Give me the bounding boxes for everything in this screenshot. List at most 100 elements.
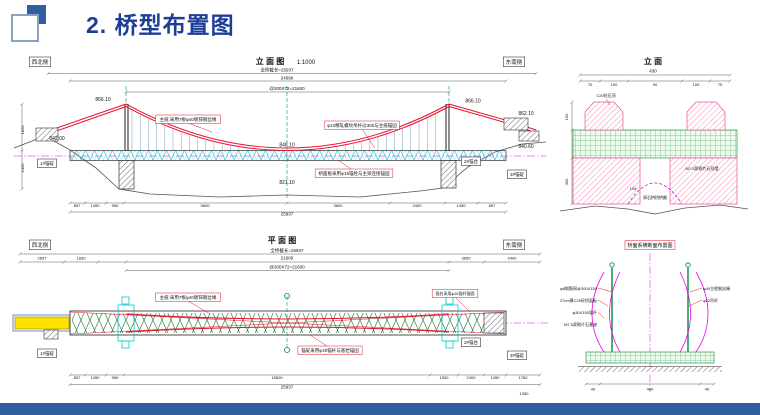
annotation-text: φ40主缆钢丝绳 xyxy=(703,285,730,291)
annotation-text: 立 面 xyxy=(644,56,662,66)
annotation-text: 3#锚碇 xyxy=(510,171,525,178)
dim-tick xyxy=(388,201,392,205)
annotation-text: 90 xyxy=(653,82,658,87)
callout-leader xyxy=(454,296,471,313)
dim-tick xyxy=(538,252,542,256)
slide-header: 2. 桥型布置图 xyxy=(0,0,760,50)
annotation-text: 25937 xyxy=(281,212,294,217)
annotation-text: @300X72=21600 xyxy=(269,86,305,91)
stiffener-arc xyxy=(695,271,709,353)
annotation-text: C20砼压顶 xyxy=(596,92,615,98)
annotation-text: 平 面 图 xyxy=(268,236,296,245)
callout-leader xyxy=(597,299,609,307)
annotation-box xyxy=(314,168,394,178)
dim-tick xyxy=(122,373,126,377)
annotation-text: 1450 xyxy=(491,375,501,380)
annotation-text: 857 xyxy=(489,203,496,208)
annotation-text: 100 xyxy=(693,82,700,87)
dim-tick xyxy=(20,102,24,106)
dim-tick xyxy=(538,373,542,377)
tower-head-left xyxy=(584,101,624,131)
annotation-text: φ30X150锚杆 xyxy=(573,309,597,315)
dim-tick xyxy=(626,79,630,83)
annotation-text: 1:1000 xyxy=(297,60,316,66)
masonry-wall-right xyxy=(669,157,738,205)
cable-plan-upper xyxy=(125,313,450,320)
annotation-text: M7.5浆砌片石基座 xyxy=(564,321,597,327)
dim-tick xyxy=(68,382,72,387)
anchorage-right-lower xyxy=(518,130,540,142)
annotation-text: M7.5浆砌片石挡墙 xyxy=(686,165,719,171)
tower-head-right xyxy=(686,101,726,131)
annotation-text: 1950 xyxy=(440,375,450,380)
callout-leader xyxy=(187,122,213,133)
footing-marker xyxy=(121,340,130,349)
annotation-box xyxy=(155,292,221,302)
dim-tick xyxy=(443,201,447,205)
dim-tick xyxy=(598,382,602,386)
bridge-deck xyxy=(69,150,507,161)
annotation-text: 3#锚碇 xyxy=(510,352,525,359)
dim-tick xyxy=(447,260,451,264)
annotation-text: 70 xyxy=(588,82,593,87)
annotation-text: 862.10 xyxy=(518,111,534,117)
callout-leader xyxy=(605,98,611,106)
annotation-text: 2#锚台 xyxy=(464,339,479,346)
abutment-plan-right xyxy=(483,312,505,334)
annotation-text: 3650 xyxy=(462,256,472,261)
annotation-text: 立 面 图 xyxy=(256,56,284,66)
annotation-box xyxy=(155,114,221,124)
dim-tick xyxy=(96,260,100,264)
bottom-bar xyxy=(0,403,760,415)
annotation-text: 1350 xyxy=(520,391,530,396)
dim-tick xyxy=(538,382,542,387)
dim-tick xyxy=(598,79,602,83)
dim-tick xyxy=(104,201,108,205)
annotation-text: 840.60 xyxy=(518,144,534,150)
annotation-text: 2400 xyxy=(508,256,518,261)
dimension-lines xyxy=(20,71,538,214)
annotation-box xyxy=(431,289,479,298)
callout-leader xyxy=(361,128,376,149)
annotation-text: 430 xyxy=(649,69,657,74)
dimension-lines xyxy=(18,252,542,387)
annotation-text: 主缆:采用7根φ40镀锌钢丝绳 xyxy=(160,294,217,301)
callout-leader xyxy=(597,287,613,293)
dim-tick xyxy=(728,79,732,83)
annotation-text: 3600 xyxy=(334,203,344,208)
annotation-text: 70 xyxy=(718,82,723,87)
dim-tick xyxy=(482,373,486,377)
old-arch-outline xyxy=(627,182,683,205)
dim-tick xyxy=(712,382,716,386)
dim-tick xyxy=(728,73,732,77)
dimension-lines xyxy=(570,73,732,206)
annotation-text: 主缆:采用7根φ40镀锌钢丝绳 xyxy=(160,116,217,123)
right-tower xyxy=(440,104,457,189)
dim-tick xyxy=(20,149,24,153)
dim-tick xyxy=(584,382,588,386)
dim-tick xyxy=(68,79,72,83)
terrain-profile xyxy=(559,204,749,215)
annotation-text: 27cm厚C25砼桥面板 xyxy=(560,297,597,303)
stiffener-arc xyxy=(609,271,621,353)
annotation-text: 866.10 xyxy=(465,99,481,105)
anchor-plan-left xyxy=(43,329,59,340)
dim-tick xyxy=(18,260,22,264)
callout-leader xyxy=(187,300,211,315)
dim-tick xyxy=(83,201,87,205)
cable-section-right xyxy=(685,262,691,268)
annotation-text: 1830 xyxy=(77,256,87,261)
annotation-box xyxy=(503,239,525,250)
annotation-text: 1450 xyxy=(20,163,25,173)
annotation-text: 2400 xyxy=(467,375,477,380)
dim-tick xyxy=(285,201,289,205)
stiffener-arc xyxy=(591,271,605,353)
annotation-text: 100 xyxy=(611,82,618,87)
annotation-text: 1820 xyxy=(20,125,25,135)
annotation-text: 25937 xyxy=(281,385,294,390)
annotation-text: 950 xyxy=(112,375,119,380)
dim-tick xyxy=(680,79,684,83)
